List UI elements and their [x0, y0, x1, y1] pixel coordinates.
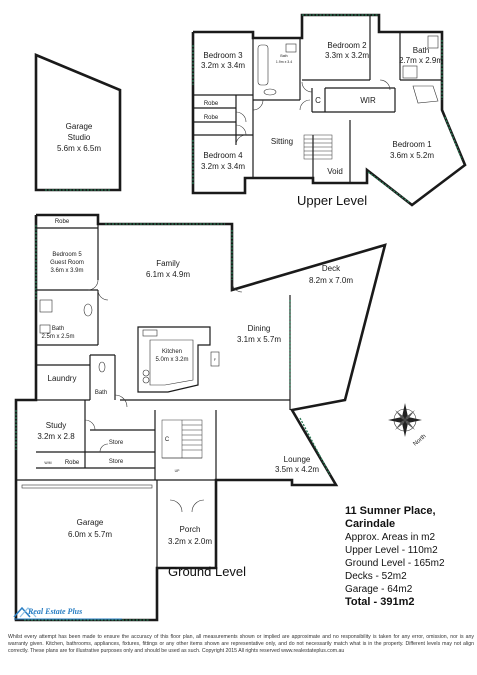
laundry-label: Laundry: [48, 374, 77, 383]
garage-studio-name2: Studio: [68, 133, 91, 142]
up-label: UP: [175, 469, 181, 473]
ground-level: Robe Bedroom 5 Guest Room 3.6m x 3.9m Fa…: [14, 213, 387, 622]
fridge-label: F: [214, 358, 216, 362]
decks-area: Decks - 52m2: [345, 571, 407, 582]
bedroom5-name2: Guest Room: [50, 260, 84, 266]
spa-bath-upper: [412, 85, 439, 104]
toilet-ground: [39, 324, 51, 334]
brand-logo: Real Estate Plus: [12, 603, 132, 623]
upper-level-title: Upper Level: [297, 193, 367, 208]
address-line2: Carindale: [345, 518, 396, 530]
shower-upper: [402, 65, 418, 79]
store2-label: Store: [109, 459, 124, 465]
dining-size: 3.1m x 5.7m: [237, 335, 281, 344]
lounge-size: 3.5m x 4.2m: [275, 465, 319, 474]
compass-rose-icon: North: [388, 403, 428, 448]
shower-ground: [39, 299, 53, 313]
ground-stairs: [161, 419, 203, 459]
garage-size: 6.0m x 5.7m: [68, 530, 112, 539]
bedroom4-size: 3.2m x 3.4m: [201, 162, 245, 171]
upper-stairs: [303, 134, 333, 160]
area-summary: 11 Sumner Place, Carindale Approx. Areas…: [345, 505, 470, 609]
bedroom1-name: Bedroom 1: [392, 140, 432, 149]
disclaimer-text: Whilst every attempt has been made to en…: [8, 634, 474, 654]
family-name: Family: [156, 259, 180, 268]
porch-size: 3.2m x 2.0m: [168, 537, 212, 546]
kitchen-size: 5.0m x 3.2m: [155, 357, 188, 363]
robe-study-label: Robe: [65, 460, 80, 466]
bath-ground-name: Bath: [52, 326, 64, 332]
compass-north-label: North: [412, 434, 427, 448]
study-name: Study: [46, 421, 66, 430]
bath-small-label: Bath: [95, 390, 107, 396]
robe-upper-1: Robe: [204, 101, 219, 107]
upper-level: Bedroom 3 3.2m x 3.4m Bath 1.9m x 3.4 Be…: [191, 13, 467, 208]
robe-upper-2: Robe: [204, 115, 219, 121]
sitting-label: Sitting: [271, 137, 293, 146]
logo-text: Real Estate Plus: [28, 607, 83, 616]
basin-upper: [263, 88, 277, 96]
wir-label: WIR: [360, 96, 376, 105]
garage-studio-name: Garage: [66, 122, 93, 131]
family-size: 6.1m x 4.9m: [146, 270, 190, 279]
bath-upper-right-name: Bath: [413, 46, 429, 55]
bedroom5-size: 3.6m x 3.9m: [50, 268, 83, 274]
dining-name: Dining: [248, 324, 271, 333]
robe-ground-label: Robe: [55, 219, 70, 225]
upper-area: Upper Level - 110m2: [345, 545, 438, 556]
bath-upper-mid-name: Bath: [280, 54, 287, 58]
deck-name: Deck: [322, 264, 341, 273]
c-upper-label: C: [315, 96, 321, 105]
bedroom2-size: 3.3m x 3.2m: [325, 51, 369, 60]
store1-label: Store: [109, 440, 124, 446]
bedroom3-size: 3.2m x 3.4m: [201, 61, 245, 70]
garage-studio-size: 5.6m x 6.5m: [57, 144, 101, 153]
deck-size: 8.2m x 7.0m: [309, 276, 353, 285]
ground-area: Ground Level - 165m2: [345, 558, 445, 569]
basin-ground: [83, 303, 93, 317]
bedroom1-size: 3.6m x 5.2m: [390, 151, 434, 160]
basin-upper-right: [427, 35, 439, 49]
approx-areas: Approx. Areas in m2: [345, 532, 436, 543]
toilet-small-bath: [98, 361, 106, 373]
bedroom4-name: Bedroom 4: [203, 151, 243, 160]
toilet-upper: [285, 43, 297, 53]
address-line1: 11 Sumner Place,: [345, 505, 436, 517]
kitchen-name: Kitchen: [162, 349, 182, 355]
c-ground-label: C: [165, 437, 170, 443]
void-label: Void: [327, 167, 343, 176]
bath-upper-right-size: 2.7m x 2.9m: [399, 56, 443, 65]
porch-name: Porch: [180, 525, 201, 534]
house-roof-icon: [13, 606, 122, 620]
bathtub-upper: [257, 44, 269, 86]
bedroom5-name: Bedroom 5: [52, 252, 82, 258]
bedroom3-name: Bedroom 3: [203, 51, 243, 60]
garage-door-track: [21, 484, 153, 489]
lounge-name: Lounge: [284, 455, 311, 464]
kitchen-bench: [137, 326, 220, 393]
wm-label: W/M: [44, 461, 51, 465]
ground-level-title: Ground Level: [168, 564, 246, 579]
bath-upper-mid-size: 1.9m x 3.4: [276, 60, 292, 64]
total-area: Total - 391m2: [345, 596, 415, 608]
garage-area: Garage - 64m2: [345, 584, 413, 595]
garage-studio: Garage Studio 5.6m x 6.5m: [34, 53, 122, 192]
study-size: 3.2m x 2.8: [37, 432, 75, 441]
garage-name: Garage: [77, 518, 104, 527]
bath-ground-size: 2.5m x 2.5m: [41, 334, 74, 340]
bedroom2-name: Bedroom 2: [327, 41, 367, 50]
